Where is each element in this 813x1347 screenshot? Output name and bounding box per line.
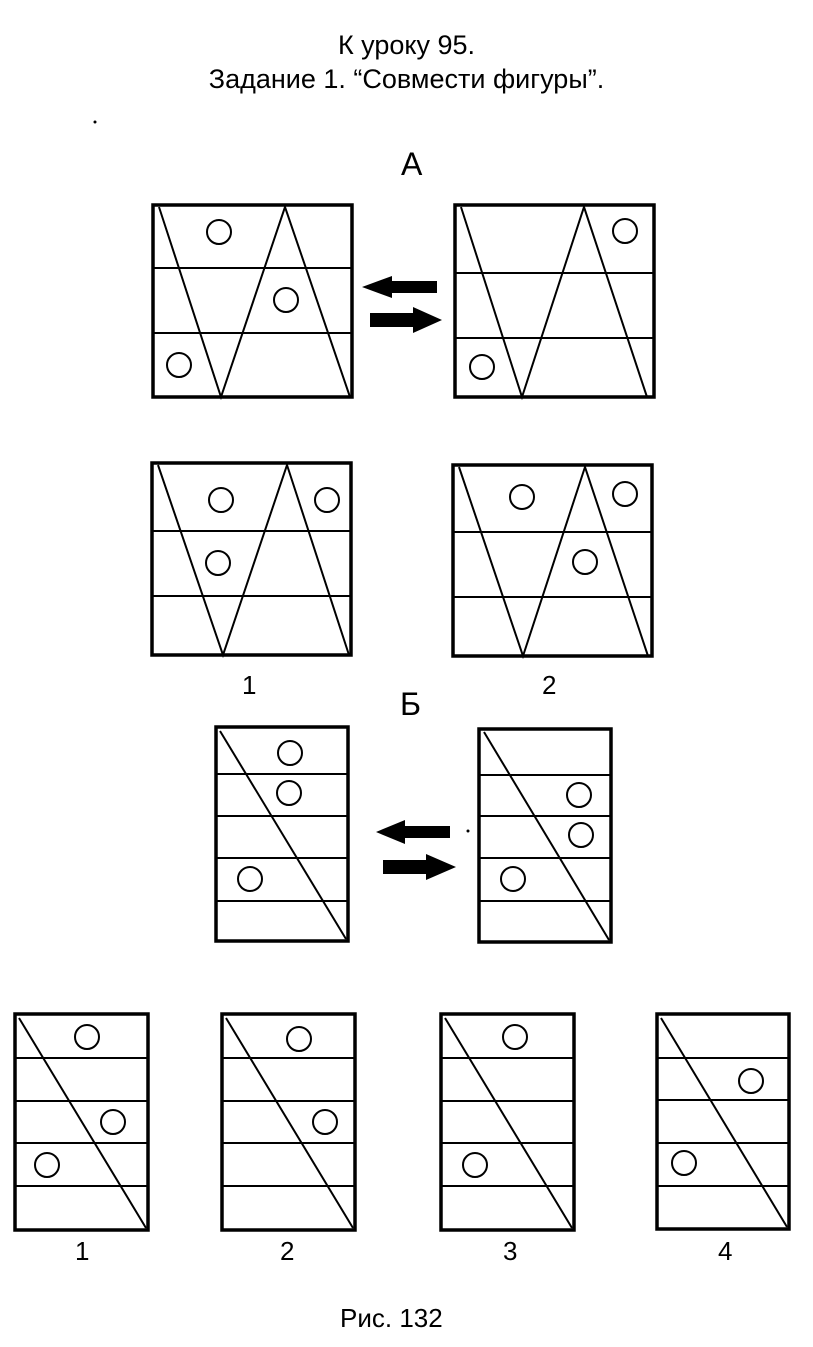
section-b-arrow-left-icon <box>376 820 450 844</box>
section-a-arrow-left-icon <box>362 276 437 298</box>
section-b-option-4-figure <box>655 1012 791 1231</box>
section-b-option-3-figure <box>439 1012 576 1232</box>
section-b-option-1-figure <box>13 1012 150 1232</box>
section-a-option-1-label: 1 <box>242 670 257 700</box>
section-b-option-4-label: 4 <box>718 1236 733 1266</box>
header-line-1: К уроку 95. <box>337 30 476 60</box>
section-a-option-1-figure <box>150 461 353 659</box>
figure-caption: Рис. 132 <box>340 1303 443 1333</box>
scan-speck <box>466 829 470 833</box>
section-a-option-2-figure <box>451 463 654 660</box>
section-a-arrow-right-icon <box>370 307 442 333</box>
section-a-option-2-label: 2 <box>542 670 557 700</box>
section-b-option-2-figure <box>220 1012 357 1232</box>
section-b-option-2-label: 2 <box>280 1236 295 1266</box>
section-b-label: Б <box>400 686 421 722</box>
section-b-option-1-label: 1 <box>75 1236 90 1266</box>
header: К уроку 95. Задание 1. “Совмести фигуры”… <box>0 28 813 96</box>
section-b-arrow-right-icon <box>383 854 456 880</box>
section-b-figure-right <box>477 727 613 944</box>
scan-speck <box>93 120 97 124</box>
header-line-2: Задание 1. “Совмести фигуры”. <box>208 64 605 94</box>
section-a-figure-right <box>453 203 656 401</box>
section-b-option-3-label: 3 <box>503 1236 518 1266</box>
section-b-figure-left <box>214 725 350 943</box>
section-a-label: А <box>401 146 423 182</box>
section-a-figure-left <box>151 203 354 401</box>
